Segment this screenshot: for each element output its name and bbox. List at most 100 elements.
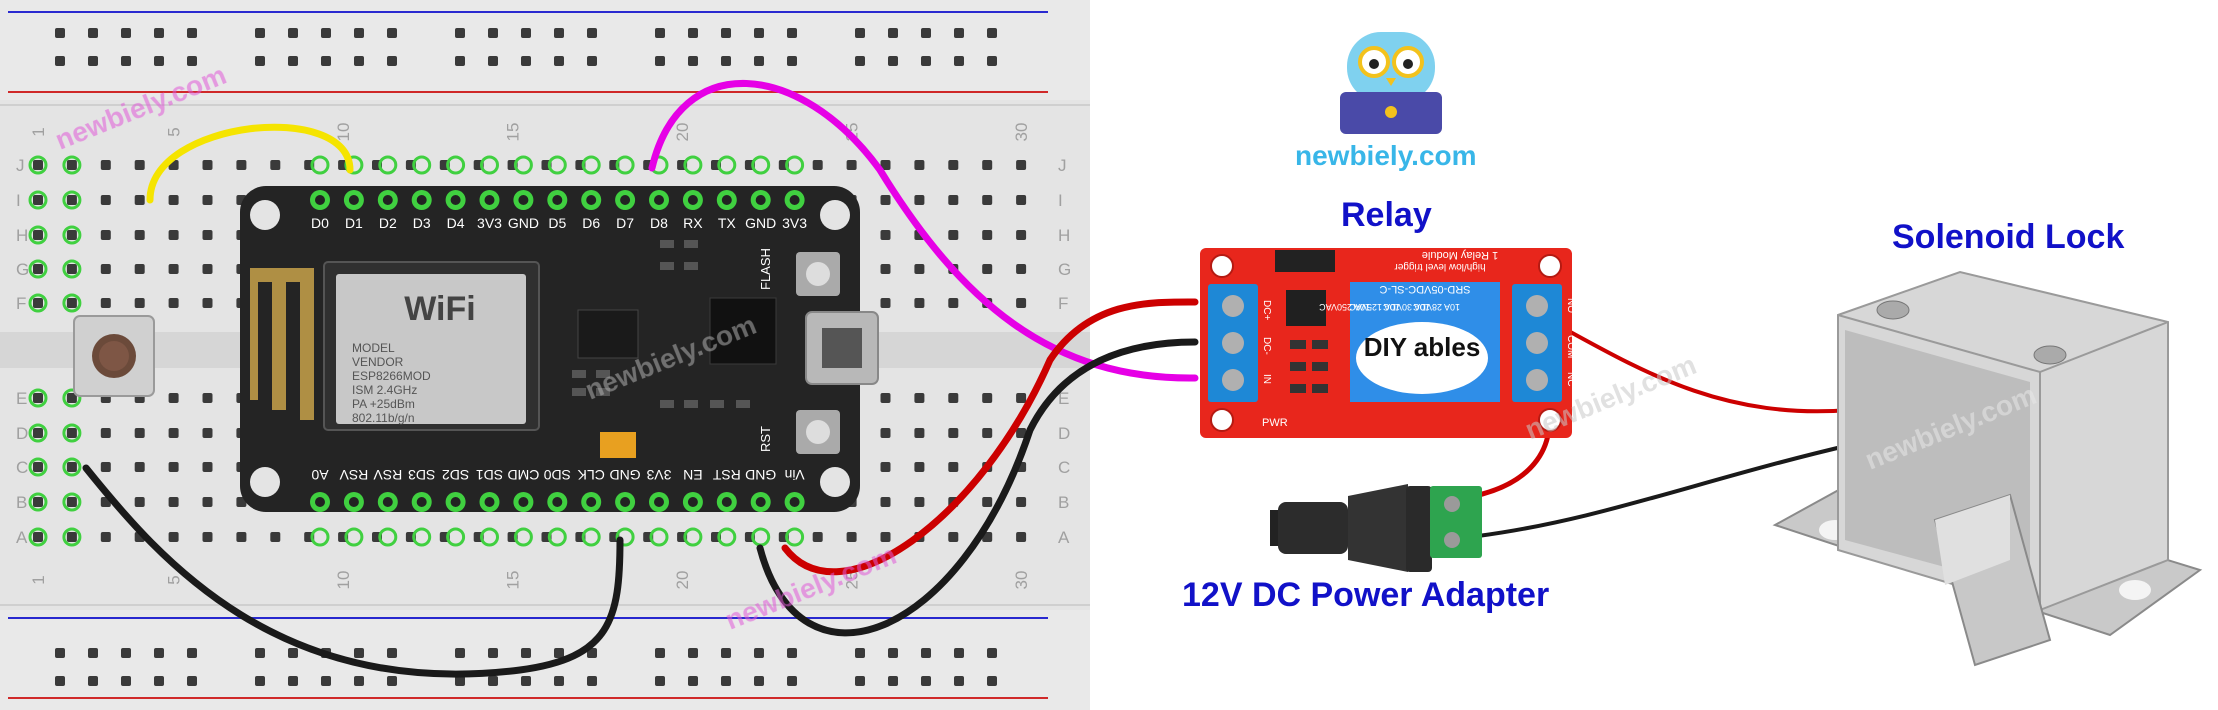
row-letter: D [16, 424, 28, 443]
column-number: 25 [843, 571, 862, 590]
esp-pin-label-bottom: 3V3 [646, 467, 671, 483]
module-text-line: ESP8266MOD [352, 369, 431, 383]
row-letter: H [1058, 226, 1070, 245]
row-letter: J [16, 156, 25, 175]
row-letter: F [1058, 294, 1068, 313]
relay-output-pin: NC [1565, 372, 1576, 386]
esp-pin-label-top: RX [683, 215, 703, 231]
row-letter: I [1058, 191, 1063, 210]
wire-black-gnd [756, 338, 1199, 637]
relay-module: DIY ables SRD-05VDC-SL-C 1 Relay Module … [1200, 248, 1576, 438]
esp-pin-label-bottom: SD1 [476, 467, 503, 483]
esp-pin-label-top: D3 [413, 215, 431, 231]
row-letter: J [1058, 156, 1067, 175]
row-letter: A [1058, 528, 1070, 547]
esp-pin-label-top: GND [745, 215, 776, 231]
column-number: 5 [165, 575, 184, 584]
row-letter: C [1058, 458, 1070, 477]
rst-label: RST [758, 426, 773, 452]
row-letter: B [1058, 493, 1069, 512]
esp-pin-label-bottom: Vin [785, 467, 805, 483]
solenoid-label: Solenoid Lock [1892, 218, 2125, 256]
flash-label: FLASH [758, 248, 773, 290]
row-letter: A [16, 528, 28, 547]
pwr-label: PWR [1262, 417, 1288, 429]
wires [82, 80, 1852, 678]
wire-magenta [648, 80, 1199, 382]
module-text-line: 802.11b/g/n [352, 411, 415, 425]
esp-pin-label-bottom: CLK [577, 467, 605, 483]
column-number: 1 [29, 575, 48, 584]
esp-pin-label-top: D0 [311, 215, 329, 231]
wire-black-adapter [1476, 443, 1852, 538]
esp-pin-label-top: D4 [447, 215, 465, 231]
row-letter: D [1058, 424, 1070, 443]
esp-pin-label-bottom: EN [683, 467, 702, 483]
esp-pin-label-top: TX [718, 215, 737, 231]
esp-pin-label-top: D7 [616, 215, 634, 231]
row-letter: I [16, 191, 21, 210]
esp-pin-label-bottom: RSV [339, 467, 368, 483]
esp-pin-label-bottom: SD2 [442, 467, 469, 483]
esp-pin-label-top: GND [508, 215, 539, 231]
push-button [73, 315, 155, 397]
esp-pin-label-bottom: RSV [373, 467, 402, 483]
row-letter: C [16, 458, 28, 477]
row-letter: G [16, 260, 29, 279]
column-number: 30 [1012, 123, 1031, 142]
newbiely-logo [1340, 32, 1442, 134]
esp-pin-label-top: D2 [379, 215, 397, 231]
relay-trigger: high/low level trigger [1394, 261, 1486, 272]
column-number: 20 [673, 571, 692, 590]
relay-rating: 10A 250VAC [1319, 302, 1370, 312]
esp-pin-label-top: D8 [650, 215, 668, 231]
relay-label: Relay [1341, 196, 1432, 234]
relay-rating: 10A 30VDC [1382, 302, 1430, 312]
wifi-logo-text: WiFi [404, 290, 475, 328]
wire-yellow [146, 123, 354, 204]
esp-pin-label-bottom: CMD [507, 467, 539, 483]
relay-rating: 10A 28VDC [1412, 302, 1460, 312]
row-letter: H [16, 226, 28, 245]
esp-pin-label-top: D5 [548, 215, 566, 231]
esp-pin-label-bottom: GND [745, 467, 776, 483]
column-number: 15 [504, 571, 523, 590]
relay-output-pin: COM [1565, 335, 1576, 358]
module-text-line: PA +25dBm [352, 397, 415, 411]
esp-pin-label-top: 3V3 [477, 215, 502, 231]
esp-pin-label-top: 3V3 [782, 215, 807, 231]
dc-power-adapter [1270, 484, 1482, 572]
esp-pin-label-bottom: SD0 [543, 467, 570, 483]
solenoid-lock [1772, 270, 2203, 667]
esp-pin-label-bottom: SD3 [408, 467, 435, 483]
esp-pin-label-bottom: RST [712, 467, 740, 483]
module-text-line: VENDOR [352, 355, 404, 369]
wire-red-vin [781, 298, 1199, 576]
logo-text: newbiely.com [1295, 140, 1477, 171]
column-number: 30 [1012, 571, 1031, 590]
esp-pin-label-bottom: A0 [311, 467, 328, 483]
power-adapter-label: 12V DC Power Adapter [1182, 576, 1550, 614]
relay-output-pin: NO [1565, 298, 1576, 313]
row-letter: E [16, 389, 27, 408]
module-text-line: ISM 2.4GHz [352, 383, 417, 397]
column-number: 1 [29, 127, 48, 136]
relay-input-pin: IN [1261, 374, 1272, 384]
relay-input-pin: DC- [1261, 337, 1272, 355]
wire-black-button [82, 464, 624, 678]
column-number: 10 [334, 123, 353, 142]
module-text-line: MODEL [352, 341, 395, 355]
column-number: 5 [165, 127, 184, 136]
relay-part: SRD-05VDC-SL-C [1379, 283, 1470, 295]
relay-input-pin: DC+ [1261, 300, 1272, 320]
row-letter: G [1058, 260, 1071, 279]
column-number: 15 [504, 123, 523, 142]
esp-pin-label-bottom: GND [610, 467, 641, 483]
row-letter: E [1058, 389, 1069, 408]
row-letter: B [16, 493, 27, 512]
column-number: 10 [334, 571, 353, 590]
row-letter: F [16, 294, 26, 313]
relay-rating: 10A 125VAC [1349, 302, 1400, 312]
relay-title: 1 Relay Module [1422, 249, 1498, 261]
